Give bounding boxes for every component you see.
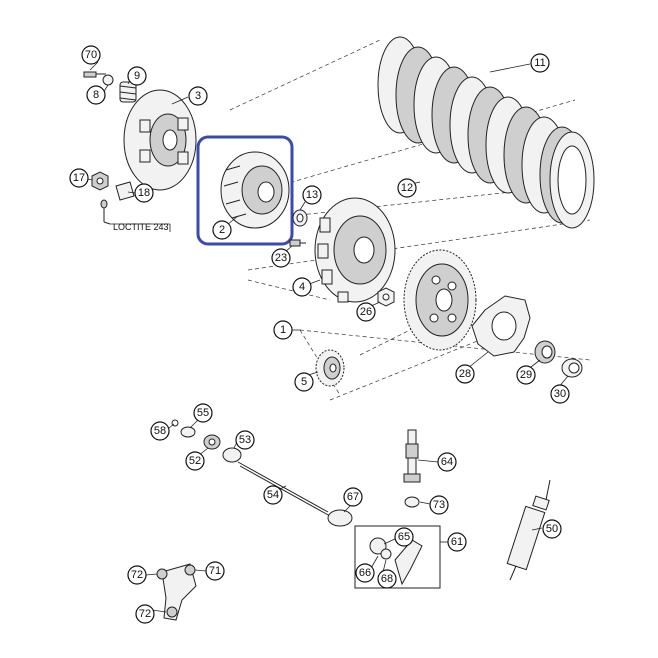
callout-55: 55 xyxy=(193,403,213,423)
svg-text:67: 67 xyxy=(347,491,359,503)
svg-text:12: 12 xyxy=(401,182,413,194)
callout-61: 61 xyxy=(447,532,467,552)
hub-nut xyxy=(377,287,395,307)
callout-4: 4 xyxy=(292,277,312,297)
inner-clutch-hub xyxy=(220,151,290,229)
svg-text:55: 55 xyxy=(197,407,209,419)
callout-54: 54 xyxy=(263,485,283,505)
svg-text:5: 5 xyxy=(301,376,307,388)
svg-text:9: 9 xyxy=(134,70,140,82)
callout-72-top: 72 xyxy=(127,565,147,585)
callout-23: 23 xyxy=(271,248,291,268)
callout-26: 26 xyxy=(356,302,376,322)
callout-58: 58 xyxy=(150,421,170,441)
callout-73: 73 xyxy=(429,495,449,515)
svg-text:50: 50 xyxy=(546,523,558,535)
bolt-spring-washer xyxy=(83,71,137,103)
svg-text:13: 13 xyxy=(306,189,318,201)
callout-2: 2 xyxy=(212,220,232,240)
callout-64: 64 xyxy=(437,452,457,472)
clutch-plate-stack xyxy=(377,36,595,229)
callout-29: 29 xyxy=(516,365,536,385)
svg-text:18: 18 xyxy=(138,187,150,199)
svg-text:29: 29 xyxy=(520,369,532,381)
grease-syringe xyxy=(506,479,551,581)
slave-cylinder xyxy=(403,429,421,508)
callout-71: 71 xyxy=(205,561,225,581)
subassembly-box xyxy=(354,525,441,589)
svg-text:17: 17 xyxy=(73,172,85,184)
callout-53: 53 xyxy=(235,430,255,450)
loctite-note: LOCTITE 243 xyxy=(110,222,171,232)
svg-text:72: 72 xyxy=(139,608,151,620)
svg-text:1: 1 xyxy=(280,324,286,336)
svg-text:72: 72 xyxy=(131,569,143,581)
svg-text:28: 28 xyxy=(459,368,471,380)
svg-text:66: 66 xyxy=(359,567,371,579)
svg-text:23: 23 xyxy=(275,252,287,264)
callout-67: 67 xyxy=(343,487,363,507)
svg-text:30: 30 xyxy=(554,388,566,400)
callout-72-bottom: 72 xyxy=(135,604,155,624)
callout-52: 52 xyxy=(185,451,205,471)
callout-9: 9 xyxy=(127,66,147,86)
release-assembly xyxy=(171,419,353,527)
callout-30: 30 xyxy=(550,384,570,404)
svg-text:64: 64 xyxy=(441,456,453,468)
svg-text:65: 65 xyxy=(398,531,410,543)
svg-text:71: 71 xyxy=(209,565,221,577)
callout-13: 13 xyxy=(302,185,322,205)
callout-1: 1 xyxy=(273,320,293,340)
svg-text:73: 73 xyxy=(433,499,445,511)
callout-8: 8 xyxy=(86,85,106,105)
svg-text:8: 8 xyxy=(93,89,99,101)
callout-65: 65 xyxy=(394,527,414,547)
pressure-plate xyxy=(123,89,197,191)
svg-text:52: 52 xyxy=(189,455,201,467)
washer-and-bolt xyxy=(289,209,308,247)
callout-17: 17 xyxy=(69,168,89,188)
callout-12: 12 xyxy=(397,178,417,198)
callout-3: 3 xyxy=(188,86,208,106)
svg-text:70: 70 xyxy=(85,49,97,61)
svg-text:11: 11 xyxy=(534,57,545,69)
svg-text:68: 68 xyxy=(381,573,393,585)
callout-66: 66 xyxy=(355,563,375,583)
loctite-label: LOCTITE 243 xyxy=(113,222,169,232)
callout-50: 50 xyxy=(542,519,562,539)
damper-plate xyxy=(471,295,531,357)
svg-text:54: 54 xyxy=(267,489,279,501)
svg-text:2: 2 xyxy=(219,224,225,236)
svg-text:61: 61 xyxy=(451,536,463,548)
svg-text:4: 4 xyxy=(299,281,305,293)
svg-text:58: 58 xyxy=(154,425,166,437)
primary-gear xyxy=(403,249,477,351)
callout-11: 11 xyxy=(530,53,550,73)
highlight-box xyxy=(196,135,294,246)
svg-text:53: 53 xyxy=(239,434,251,446)
callout-68: 68 xyxy=(377,569,397,589)
callout-18: 18 xyxy=(134,183,154,203)
callout-28: 28 xyxy=(455,364,475,384)
callout-70: 70 xyxy=(81,45,101,65)
bearing-and-bushing xyxy=(534,340,583,378)
nut-and-lock-washer xyxy=(91,171,135,225)
svg-text:26: 26 xyxy=(360,306,372,318)
small-gear xyxy=(315,349,345,387)
callout-5: 5 xyxy=(294,372,314,392)
outer-clutch-basket xyxy=(314,197,396,303)
svg-text:3: 3 xyxy=(195,90,201,102)
